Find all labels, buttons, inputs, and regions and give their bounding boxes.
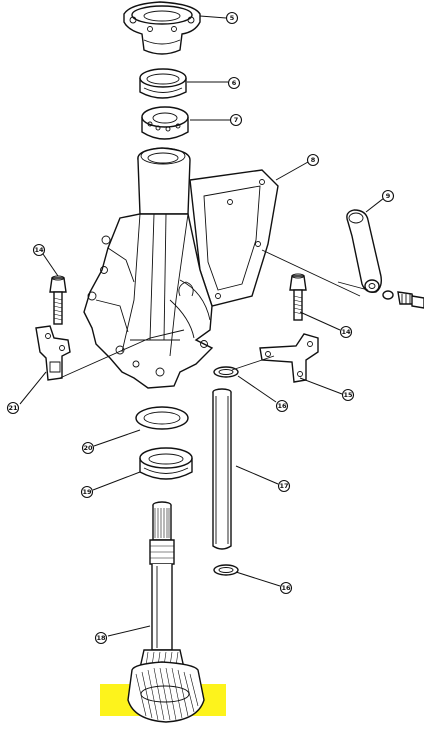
callout-7: 7 <box>229 113 243 127</box>
callout-6: 6 <box>227 76 241 90</box>
part-16-oring-lower <box>213 564 239 576</box>
svg-text:6: 6 <box>232 79 237 87</box>
part-17-tube <box>212 388 232 550</box>
callout-18: 18 <box>94 631 108 645</box>
part-16-oring-upper <box>213 366 239 378</box>
part-20-ring <box>135 406 189 430</box>
callout-20: 20 <box>81 441 95 455</box>
svg-text:16: 16 <box>281 584 291 592</box>
callout-17: 17 <box>277 479 291 493</box>
right-bolt-assembly <box>382 290 424 309</box>
part-14-bolt-right <box>289 273 307 321</box>
svg-text:9: 9 <box>386 192 391 200</box>
svg-text:16: 16 <box>277 402 287 410</box>
callout-5: 5 <box>225 11 239 25</box>
part-14-bolt-left <box>49 275 67 325</box>
svg-text:5: 5 <box>230 14 235 22</box>
part-8-housing <box>83 147 279 389</box>
part-18-pinion-shaft <box>127 501 205 723</box>
svg-text:14: 14 <box>34 246 44 254</box>
callout-14-right: 14 <box>339 325 353 339</box>
part-21-bracket <box>35 325 71 381</box>
svg-text:15: 15 <box>343 391 353 399</box>
part-5-flange <box>123 1 201 55</box>
callout-15: 15 <box>341 388 355 402</box>
svg-text:20: 20 <box>83 444 93 452</box>
part-15-bracket <box>259 333 319 383</box>
callout-16-lower: 16 <box>279 581 293 595</box>
callout-21: 21 <box>6 401 20 415</box>
svg-text:18: 18 <box>96 634 106 642</box>
svg-text:14: 14 <box>341 328 351 336</box>
leader-lines <box>19 15 385 637</box>
callout-16-upper: 16 <box>275 399 289 413</box>
callout-19: 19 <box>80 485 94 499</box>
part-9-lever <box>346 209 383 294</box>
svg-text:8: 8 <box>311 156 316 164</box>
callout-8: 8 <box>306 153 320 167</box>
svg-text:7: 7 <box>234 116 239 124</box>
svg-text:19: 19 <box>82 488 92 496</box>
part-7-bearing <box>141 106 189 140</box>
svg-text:17: 17 <box>279 482 288 490</box>
callout-9: 9 <box>381 189 395 203</box>
part-19-race <box>139 447 193 480</box>
callout-14-left: 14 <box>32 243 46 257</box>
part-6-seal <box>139 68 187 99</box>
svg-text:21: 21 <box>8 404 18 412</box>
